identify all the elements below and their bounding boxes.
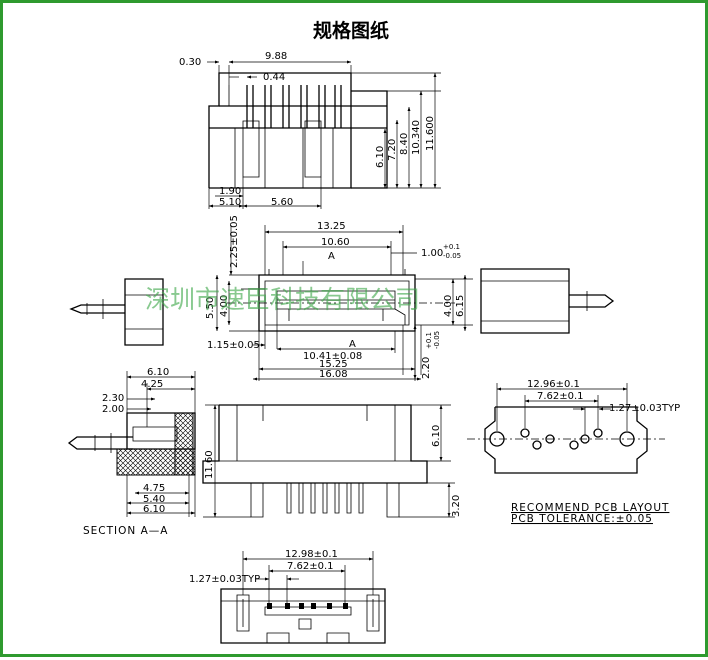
bottom-view-dimensions: 12.98±0.1 7.62±0.1 1.27±0.03TYP <box>189 549 373 603</box>
dim-4-25: 4.25 <box>141 379 163 390</box>
side-view-pins <box>229 85 341 128</box>
dim-0-44: 0.44 <box>263 72 285 83</box>
right-profile-view <box>481 269 613 333</box>
dim-2-20-tol-lower: -0.05 <box>433 331 441 349</box>
pcb-pad-holes <box>521 429 602 449</box>
dim-16-08: 16.08 <box>319 369 348 380</box>
dim-2-30: 2.30 <box>102 393 124 404</box>
section-marker-a-bottom: A <box>349 339 356 350</box>
dim-2-00: 2.00 <box>102 404 124 415</box>
dim-4-75: 4.75 <box>143 483 165 494</box>
side-view: 0.30 9.88 0.44 6.10 7.20 8.40 10.340 11.… <box>179 51 441 209</box>
dim-1-27-bottom: 1.27±0.03TYP <box>189 574 260 585</box>
dim-1-00: 1.00 <box>421 248 443 259</box>
dim-5-60: 5.60 <box>271 197 293 208</box>
dim-15-25: 15.25 <box>319 359 348 370</box>
section-caption: SECTION A—A <box>83 525 168 537</box>
dim-9-88: 9.88 <box>265 51 287 62</box>
dim-10-41: 10.41±0.08 <box>303 351 362 362</box>
dim-2-20-tol-upper: +0.1 <box>425 332 433 349</box>
dim-6-10-rear: 6.10 <box>431 425 442 447</box>
dim-5-10: 5.10 <box>219 197 241 208</box>
section-marker-a-top: A <box>328 251 335 262</box>
side-view-body <box>209 73 387 188</box>
dim-13-25: 13.25 <box>317 221 346 232</box>
dim-4-00-right: 4.00 <box>443 295 454 317</box>
dim-12-96: 12.96±0.1 <box>527 379 580 390</box>
bottom-view: 12.98±0.1 7.62±0.1 1.27±0.03TYP <box>189 549 385 643</box>
rear-view-dimensions: 11.60 6.10 3.20 <box>203 405 462 517</box>
dim-1-00-tol-upper: +0.1 <box>443 243 460 251</box>
dim-6-15: 6.15 <box>455 295 466 317</box>
dim-5-40: 5.40 <box>143 494 165 505</box>
side-view-dimensions: 0.30 9.88 0.44 6.10 7.20 8.40 10.340 11.… <box>179 51 441 209</box>
dim-4-00-left: 4.00 <box>219 295 230 317</box>
dim-7-20: 7.20 <box>387 139 398 161</box>
rear-view-pins <box>287 483 363 513</box>
left-profile-view <box>71 279 163 345</box>
pcb-layout-caption: RECOMMEND PCB LAYOUT <box>511 502 669 514</box>
dim-6-10-top: 6.10 <box>147 367 169 378</box>
pcb-layout-dimensions: 12.96±0.1 7.62±0.1 1.27±0.03TYP <box>497 379 680 435</box>
bottom-view-pins <box>267 603 348 609</box>
dim-11-60: 11.60 <box>204 450 215 479</box>
section-a-a-view: 6.10 4.25 2.30 2.00 4.75 5.40 6.10 SECTI… <box>69 367 195 537</box>
dim-8-40: 8.40 <box>399 133 410 155</box>
drawing-title: 规格图纸 <box>313 19 389 42</box>
dim-2-25: 2.25±0.05 <box>229 215 240 268</box>
dim-6-10: 6.10 <box>375 146 386 168</box>
dim-11-600: 11.600 <box>425 116 436 151</box>
dim-1-90: 1.90 <box>219 186 241 197</box>
dim-1-15: 1.15±0.05 <box>207 340 260 351</box>
dim-0-30: 0.30 <box>179 57 201 68</box>
dim-7-62-pcb: 7.62±0.1 <box>537 391 584 402</box>
company-watermark: 深圳市速臣科技有限公司 <box>145 285 420 314</box>
section-a-a-dimensions: 6.10 4.25 2.30 2.00 4.75 5.40 6.10 <box>102 367 195 517</box>
pcb-layout-view: 12.96±0.1 7.62±0.1 1.27±0.03TYP RECOMMEN… <box>467 379 680 525</box>
dim-2-20: 2.20 <box>421 357 432 379</box>
dim-7-62-bottom: 7.62±0.1 <box>287 561 334 572</box>
front-view-dimensions: 13.25 10.60 1.00 +0.1 -0.05 A 2.25±0.05 … <box>205 215 473 381</box>
dim-12-98: 12.98±0.1 <box>285 549 338 560</box>
dim-5-50: 5.50 <box>205 297 216 319</box>
dim-10-60: 10.60 <box>321 237 350 248</box>
dim-10-340: 10.340 <box>411 120 422 155</box>
front-view-body <box>227 269 455 331</box>
pcb-mounting-hole-left <box>490 432 504 446</box>
dim-3-20: 3.20 <box>451 495 462 517</box>
dim-1-00-tol-lower: -0.05 <box>443 252 461 260</box>
technical-drawing: 规格图纸 0.30 <box>3 19 680 660</box>
pcb-tolerance-caption: PCB TOLERANCE:±0.05 <box>511 513 653 525</box>
pcb-mounting-hole-right <box>620 432 634 446</box>
front-view: 13.25 10.60 1.00 +0.1 -0.05 A 2.25±0.05 … <box>205 215 473 381</box>
dim-6-10-bottom: 6.10 <box>143 504 165 515</box>
dim-1-27-pcb: 1.27±0.03TYP <box>609 403 680 414</box>
rear-view: 11.60 6.10 3.20 <box>203 405 462 517</box>
